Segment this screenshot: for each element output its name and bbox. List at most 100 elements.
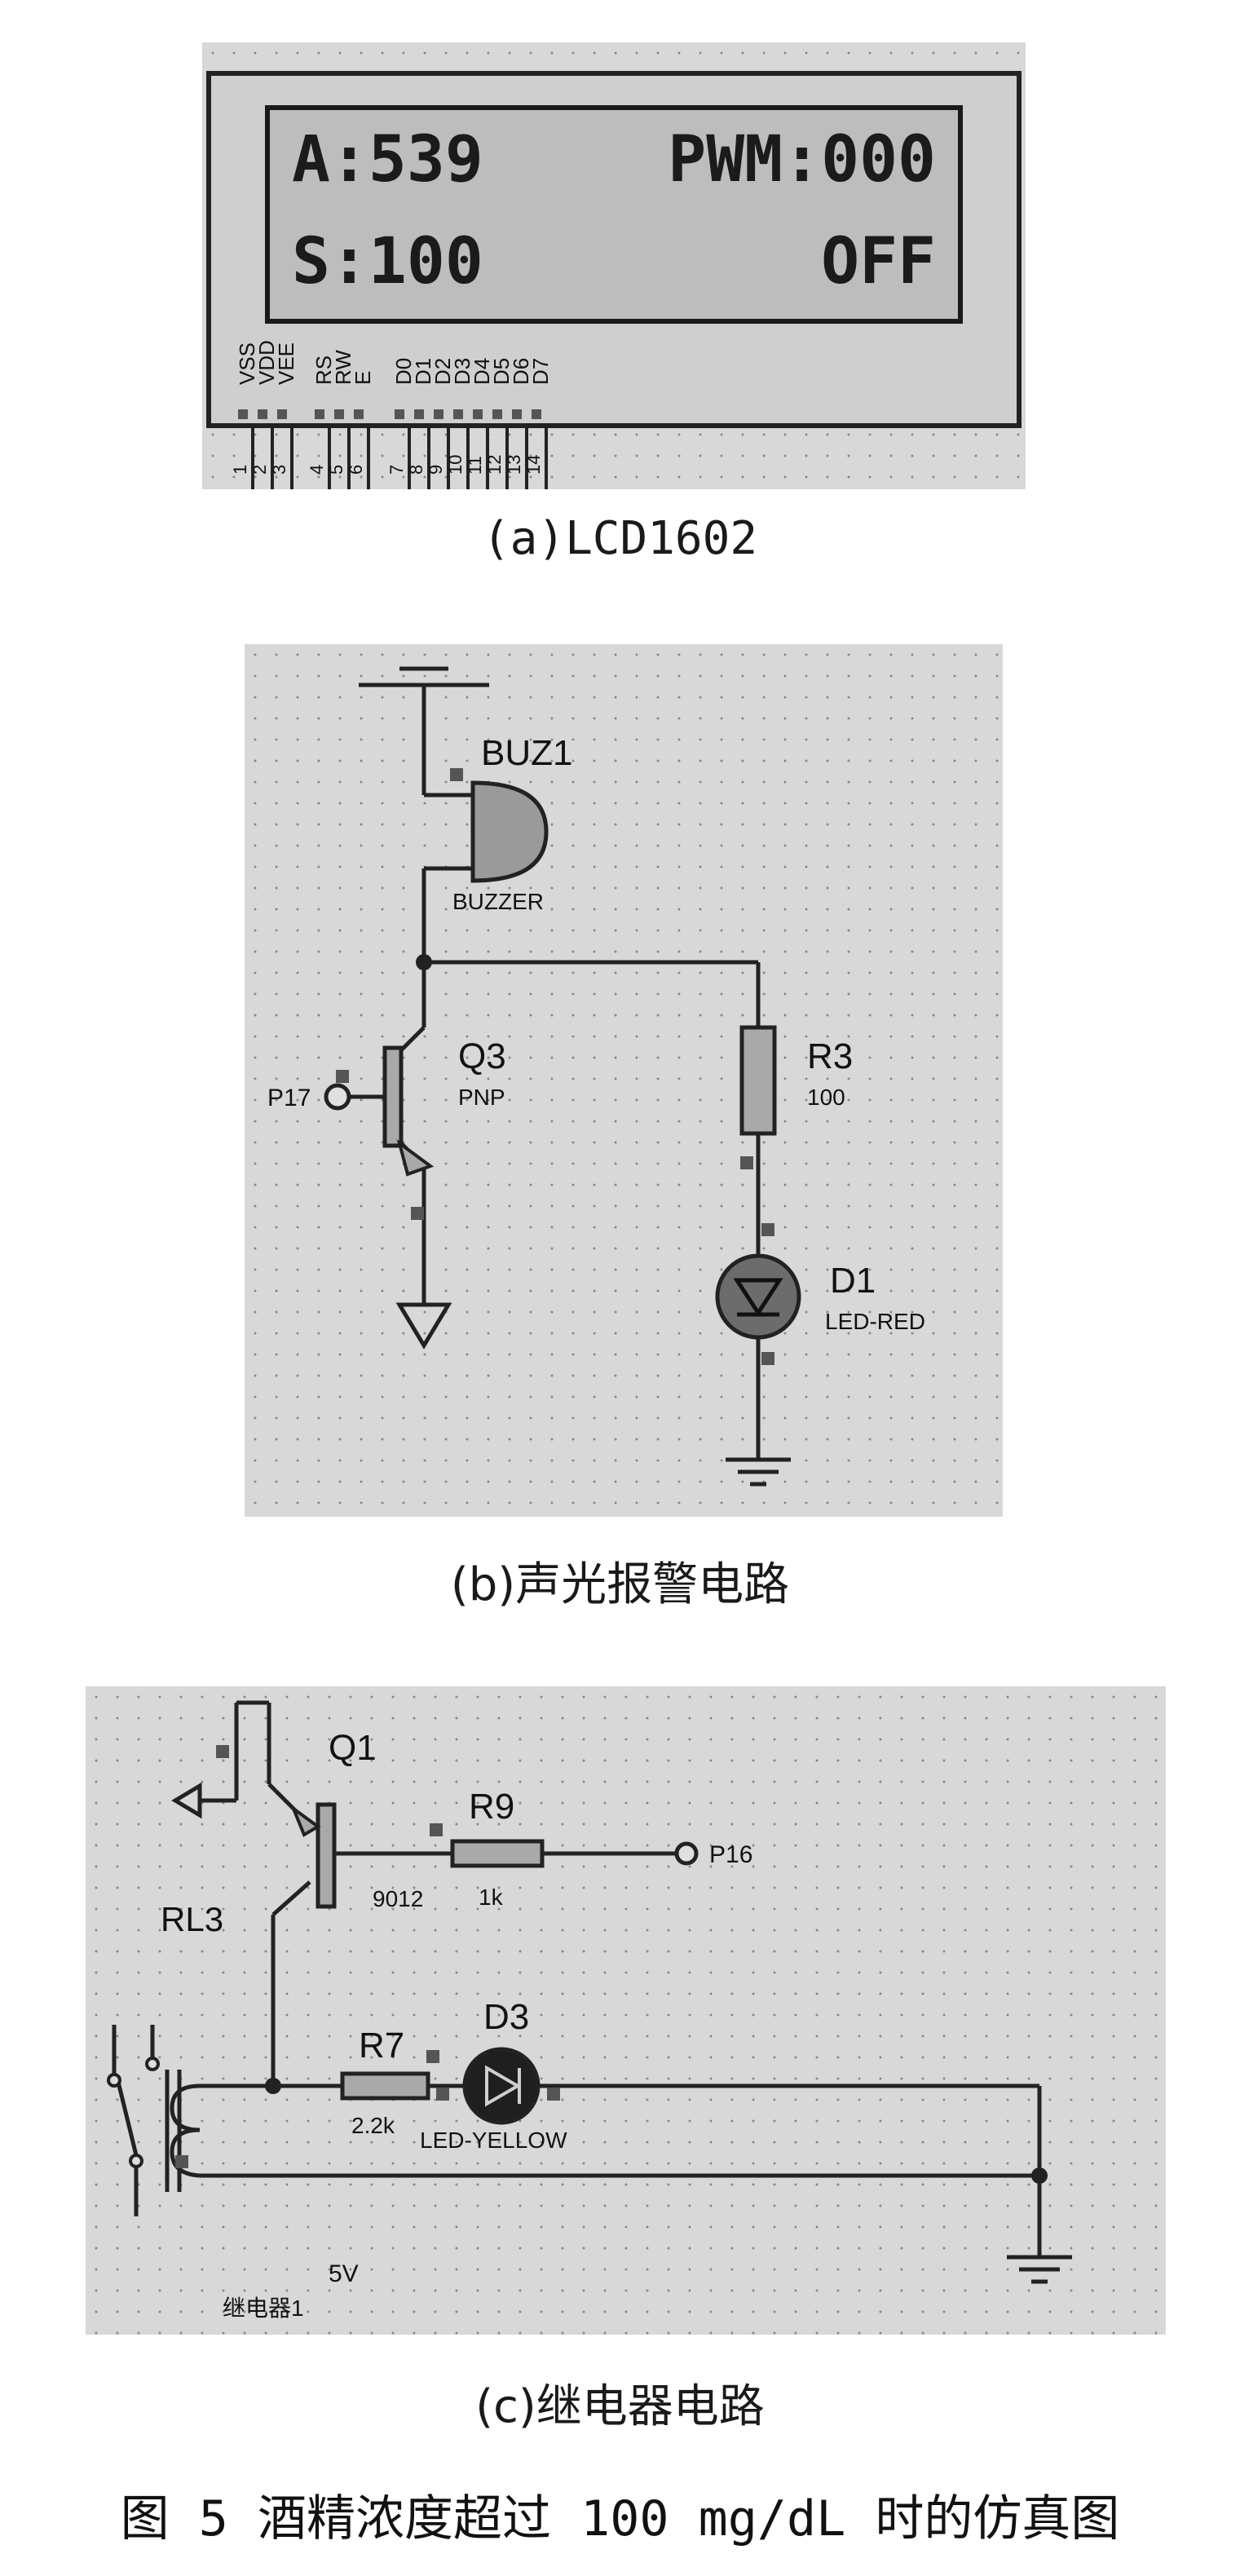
led-ref: D3: [483, 1997, 529, 2037]
lcd-pin-number: 12: [484, 455, 505, 475]
lcd-pin-number: 11: [465, 456, 485, 475]
lcd-pins: VSS1VDD2VEE3RS4RW5E6D07D18D29D310D411D51…: [230, 340, 553, 489]
lcd-pin-name: D1: [411, 358, 435, 385]
lcd-pin-name: E: [351, 371, 375, 385]
relay-voltage: 5V: [329, 2260, 359, 2287]
led-d3-arrow: [485, 2065, 521, 2107]
switch-contact: [107, 2073, 121, 2088]
resistor1-value: 1k: [479, 1885, 504, 1910]
lcd-pin-number: 4: [307, 465, 327, 475]
lcd-pin-name: D2: [430, 358, 455, 385]
pin-marker: [238, 409, 248, 419]
caption-c: (c)继电器电路: [475, 2380, 765, 2433]
ground-arrow: [395, 1302, 452, 1350]
pin-marker: [277, 409, 287, 419]
pin-marker: [492, 409, 502, 419]
led-type: LED-RED: [825, 1309, 925, 1334]
lcd-pin-number: 2: [249, 465, 270, 475]
pin-marker: [761, 1352, 774, 1365]
resistor-r3: [739, 1025, 777, 1136]
led-type: LED-YELLOW: [420, 2128, 567, 2153]
pin-marker: [258, 409, 267, 419]
pin-marker: [436, 2088, 449, 2101]
buzzer-type: BUZZER: [452, 889, 544, 914]
switch-contact: [129, 2154, 143, 2168]
lcd-pin-number: 8: [406, 465, 426, 475]
alarm-panel: BUZ1 BUZZER Q3 PNP P17 R3 100 D1 LED-RED: [245, 644, 1003, 1517]
lcd-pin-name: D3: [450, 358, 474, 385]
lcd-pin-number: 14: [523, 455, 544, 475]
lcd-pin-number: 7: [386, 465, 407, 475]
pin-marker: [315, 409, 324, 419]
pin-marker: [175, 2155, 188, 2168]
buzzer-ref: BUZ1: [481, 733, 572, 773]
pin-marker: [395, 409, 404, 419]
led-ref: D1: [830, 1261, 876, 1301]
pin-marker: [414, 409, 424, 419]
transistor-body: [382, 1045, 404, 1148]
port-terminal: [324, 1083, 351, 1111]
lcd-pin-name: D5: [489, 358, 514, 385]
resistor1-ref: R9: [469, 1787, 514, 1827]
pin-marker: [434, 409, 443, 419]
transistor-type: PNP: [458, 1085, 505, 1110]
pin-marker: [532, 409, 541, 419]
lcd-pin-name: D0: [391, 358, 416, 385]
lcd-diagram: A:539 PWM:000 S:100 OFF VSS1VDD2VEE3RS4R…: [206, 71, 1022, 489]
pin-marker: [740, 1156, 753, 1169]
led-d1: [715, 1253, 801, 1340]
switch-contact: [145, 2057, 160, 2071]
port-label: P16: [709, 1841, 752, 1868]
lcd-pin-name: D4: [470, 358, 494, 385]
figure-title: 图 5 酒精浓度超过 100 mg/dL 时的仿真图: [120, 2490, 1120, 2547]
resistor-value: 100: [807, 1085, 845, 1110]
lcd-pin-name: VEE: [274, 342, 298, 385]
lcd-pin-number: 10: [445, 455, 466, 475]
lcd-line1-left: A:539: [292, 123, 483, 197]
lcd-pin-name: VDD: [254, 340, 279, 385]
transistor-ref: Q1: [329, 1728, 377, 1768]
relay-label: 继电器1: [223, 2295, 304, 2321]
caption-a: (a)LCD1602: [482, 512, 758, 565]
pin-marker: [334, 409, 344, 419]
junction-dot: [416, 954, 432, 970]
buzzer-symbol: [470, 780, 549, 883]
port-label: P17: [267, 1085, 311, 1111]
resistor-r9: [450, 1839, 545, 1868]
pin-marker: [512, 409, 522, 419]
relay-diagram: Q1 9012 RL3 R9 1k P16 R7 2.2k D3 LED-YEL…: [107, 1700, 1072, 2321]
lcd-pin-name: RW: [331, 350, 355, 385]
pin-marker: [473, 409, 483, 419]
resistor-ref: R3: [807, 1036, 853, 1076]
relay-ref: RL3: [161, 1900, 223, 1938]
lcd-pin-name: D6: [509, 358, 533, 385]
pin-marker: [450, 768, 463, 781]
led-d3: [462, 2047, 541, 2125]
lcd-line2-right: OFF: [821, 225, 936, 298]
junction-dot: [1031, 2167, 1048, 2184]
junction-dot: [265, 2078, 281, 2094]
lcd-pin-number: 5: [326, 465, 346, 475]
led-d1-arrow: [733, 1278, 783, 1317]
lcd-line1-right: PWM:000: [668, 123, 936, 197]
pin-marker: [336, 1070, 349, 1083]
emitter-arrow: [396, 1139, 435, 1177]
resistor-r7: [340, 2071, 430, 2101]
supply-arrow: [171, 1782, 202, 1819]
pin-marker: [216, 1745, 229, 1758]
lcd-pin-number: 1: [230, 465, 250, 475]
pin-marker: [547, 2088, 560, 2101]
lcd-pin-name: D7: [528, 358, 553, 385]
pin-marker: [430, 1823, 443, 1836]
pin-marker: [426, 2050, 439, 2063]
emitter-arrow: [289, 1804, 321, 1837]
pin-marker: [354, 409, 364, 419]
transistor-ref: Q3: [458, 1036, 506, 1076]
lcd-pin-number: 3: [269, 465, 289, 475]
lcd-pin-name: VSS: [235, 342, 259, 385]
pin-marker: [411, 1207, 424, 1220]
lcd-pin-number: 9: [426, 465, 446, 475]
lcd-pin-number: 6: [346, 465, 366, 475]
transistor-body: [316, 1802, 337, 1909]
